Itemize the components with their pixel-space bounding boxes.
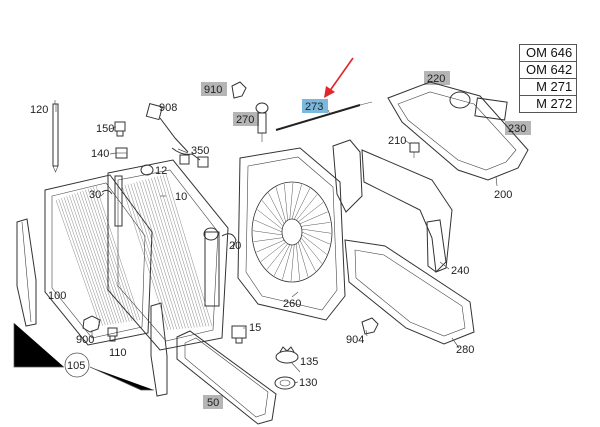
callout-105: 105	[67, 360, 85, 372]
engine-variant-om642: OM 642	[518, 61, 578, 79]
part-900-clip	[82, 315, 101, 333]
pointer-arrow	[324, 57, 354, 98]
engine-variant-m271: M 271	[518, 78, 578, 96]
engine-variant-m272: M 272	[518, 95, 578, 113]
part-280-air-guide	[344, 239, 475, 345]
callout-230: 230	[508, 123, 526, 135]
radiator-fins	[121, 173, 213, 331]
part-20-hose	[221, 233, 237, 249]
leader-lines	[55, 104, 498, 384]
callout-900: 900	[76, 334, 94, 346]
part-273-cable	[275, 101, 373, 131]
callout-tag-910	[201, 82, 227, 96]
engine-variant-table: OM 646 OM 642 M 271 M 272	[518, 44, 578, 113]
callout-tag-50	[203, 395, 223, 409]
callout-908: 908	[159, 102, 177, 114]
part-100-condenser	[44, 174, 153, 346]
part-105-left-bracket	[16, 218, 37, 327]
callout-30: 30	[89, 189, 101, 201]
part-10-radiator	[107, 159, 229, 351]
part-910-clip	[231, 81, 247, 99]
part-230-module	[474, 97, 508, 121]
callout-15: 15	[249, 322, 261, 334]
fan-wheel	[251, 181, 333, 283]
part-105-bottom-bracket	[150, 302, 168, 397]
callout-150: 150	[96, 123, 114, 135]
part-130-cap	[274, 376, 296, 390]
callout-220: 220	[427, 73, 445, 85]
part-200-cover	[387, 81, 529, 181]
callout-tag-220	[424, 71, 450, 85]
callout-260: 260	[283, 298, 301, 310]
condenser-fins	[55, 185, 141, 327]
engine-variant-om646: OM 646	[518, 44, 578, 62]
part-260-fan-shroud	[237, 147, 346, 321]
part-220-grommet	[449, 91, 471, 109]
callout-120: 120	[30, 104, 48, 116]
callout-50: 50	[207, 397, 219, 409]
part-908-sensor	[145, 103, 189, 153]
callout-210: 210	[388, 135, 406, 147]
part-150-cap	[114, 121, 126, 137]
callout-tag-273-highlight	[302, 99, 328, 113]
part-50-cooler	[176, 330, 277, 425]
callout-10: 10	[175, 191, 187, 203]
part-30-hose	[101, 189, 113, 195]
callout-140: 140	[91, 148, 109, 160]
part-135-cap	[275, 346, 299, 364]
callout-135: 135	[300, 356, 318, 368]
callout-12: 12	[155, 165, 167, 177]
callout-200: 200	[494, 189, 512, 201]
callout-100: 100	[48, 290, 66, 302]
callout-273: 273	[305, 101, 323, 113]
part-270-sensor	[255, 102, 269, 142]
callout-tag-270	[233, 112, 259, 126]
part-904-clip	[361, 317, 379, 335]
part-110-plug	[107, 327, 118, 342]
callout-904: 904	[346, 334, 364, 346]
part-240-frame	[332, 139, 453, 273]
part-210-fitting	[409, 142, 420, 158]
part-350-hose	[171, 147, 209, 168]
part-105-outline	[13, 323, 154, 391]
callout-20: 20	[229, 240, 241, 252]
callout-105-circle	[64, 352, 90, 378]
callout-910: 910	[204, 84, 222, 96]
callout-110: 110	[109, 347, 127, 359]
callout-350: 350	[191, 145, 209, 157]
part-140-bracket	[115, 147, 128, 159]
callout-130: 130	[299, 377, 317, 389]
callout-280: 280	[456, 344, 474, 356]
part-120-rod	[52, 100, 59, 173]
callout-240: 240	[451, 265, 469, 277]
part-15-fitting	[231, 325, 247, 344]
callout-270: 270	[236, 114, 254, 126]
